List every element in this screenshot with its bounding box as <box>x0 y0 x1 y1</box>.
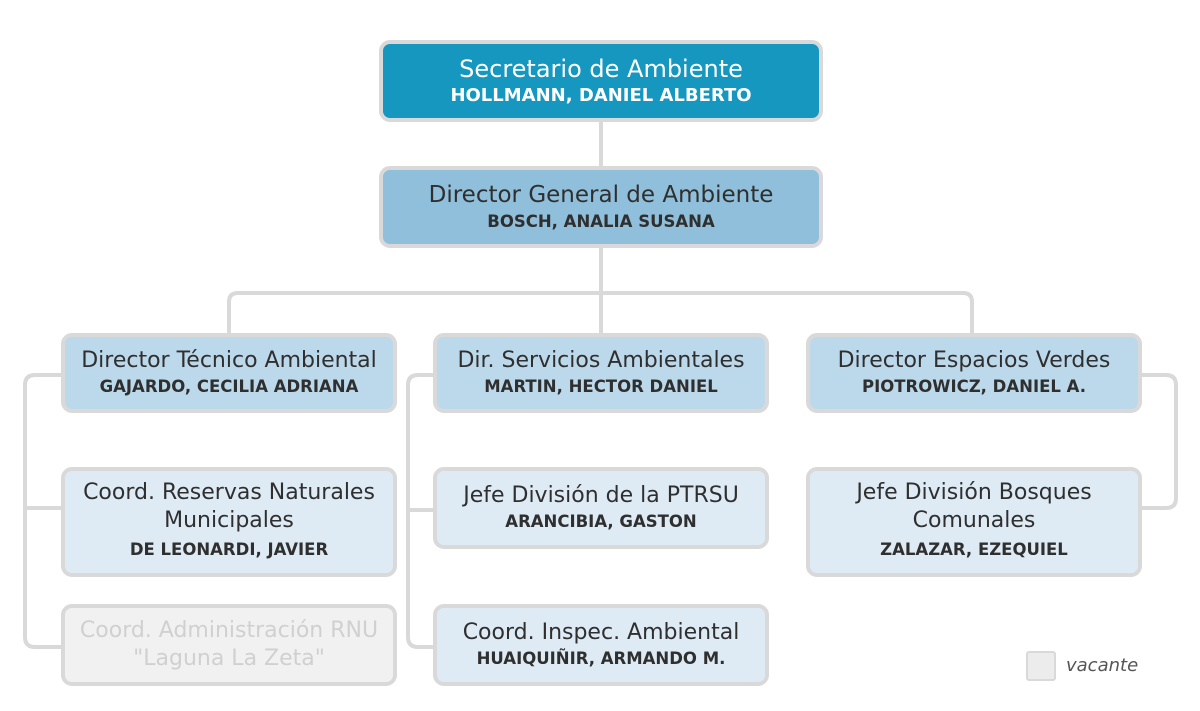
node-dir-servicios: Dir. Servicios Ambientales MARTIN, HECTO… <box>433 333 769 413</box>
node-title: Jefe División de la PTRSU <box>463 483 739 508</box>
node-title: Director Espacios Verdes <box>837 348 1111 373</box>
node-name: PIOTROWICZ, DANIEL A. <box>862 377 1086 396</box>
node-title-line1: Coord. Reservas Naturales <box>83 480 375 505</box>
node-name: BOSCH, ANALIA SUSANA <box>487 212 715 231</box>
node-jefe-ptrsu: Jefe División de la PTRSU ARANCIBIA, GAS… <box>433 467 769 549</box>
node-title-line2: "Laguna La Zeta" <box>133 646 325 671</box>
node-title-line2: Municipales <box>164 508 294 533</box>
node-coord-reservas: Coord. Reservas Naturales Municipales DE… <box>61 467 397 577</box>
legend-vacant-label: vacante <box>1066 655 1139 676</box>
node-title-line2: Comunales <box>912 508 1036 533</box>
node-name: ARANCIBIA, GASTON <box>505 512 697 531</box>
node-coord-rnu-vacant: Coord. Administración RNU "Laguna La Zet… <box>61 604 397 686</box>
node-coord-inspec: Coord. Inspec. Ambiental HUAIQUIÑIR, ARM… <box>433 604 769 686</box>
node-secretario: Secretario de Ambiente HOLLMANN, DANIEL … <box>379 40 823 122</box>
node-title: Secretario de Ambiente <box>459 55 743 83</box>
node-director-tecnico: Director Técnico Ambiental GAJARDO, CECI… <box>61 333 397 413</box>
node-director-espacios-verdes: Director Espacios Verdes PIOTROWICZ, DAN… <box>806 333 1142 413</box>
node-title: Director General de Ambiente <box>428 182 774 208</box>
node-name: ZALAZAR, EZEQUIEL <box>880 540 1068 559</box>
node-director-general: Director General de Ambiente BOSCH, ANAL… <box>379 166 823 248</box>
node-name: HOLLMANN, DANIEL ALBERTO <box>450 85 752 106</box>
node-name: HUAIQUIÑIR, ARMANDO M. <box>476 649 726 668</box>
node-title-line1: Coord. Administración RNU <box>79 618 379 643</box>
node-jefe-bosques: Jefe División Bosques Comunales ZALAZAR,… <box>806 467 1142 577</box>
node-title-line1: Jefe División Bosques <box>856 480 1092 505</box>
node-name: GAJARDO, CECILIA ADRIANA <box>99 377 359 396</box>
node-title: Coord. Inspec. Ambiental <box>462 620 740 645</box>
legend-vacant-swatch <box>1026 651 1056 681</box>
node-name: MARTIN, HECTOR DANIEL <box>484 377 718 396</box>
node-name: DE LEONARDI, JAVIER <box>129 540 329 559</box>
node-title: Director Técnico Ambiental <box>81 348 377 373</box>
node-title: Dir. Servicios Ambientales <box>457 348 745 373</box>
